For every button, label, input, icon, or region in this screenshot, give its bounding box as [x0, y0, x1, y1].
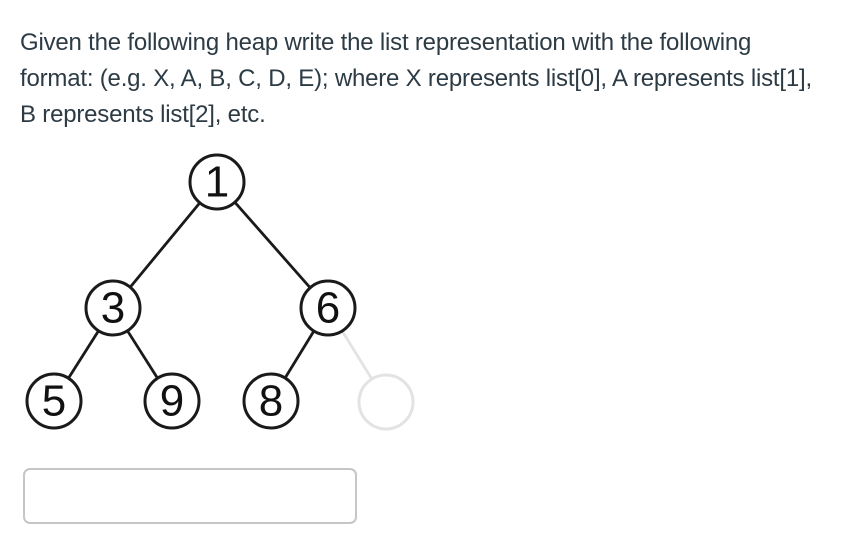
tree-node-1-circle — [188, 153, 246, 211]
tree-node-5: 5 — [25, 372, 83, 430]
tree-node-9-circle — [143, 372, 201, 430]
tree-node-5-label: 5 — [42, 377, 66, 426]
tree-node-6: 6 — [299, 279, 357, 337]
tree-node-8: 8 — [242, 372, 300, 430]
question-line-1: Given the following heap write the list … — [20, 29, 752, 56]
tree-node-3: 3 — [84, 279, 142, 337]
heap-tree-diagram: 1 3 6 5 9 8 — [25, 153, 415, 431]
answer-input[interactable] — [23, 468, 357, 524]
question-text: Given the following heap write the list … — [20, 25, 845, 133]
tree-node-1-label: 1 — [205, 158, 229, 207]
tree-node-6-label: 6 — [316, 284, 340, 333]
tree-node-8-label: 8 — [259, 377, 283, 426]
tree-node-8-circle — [242, 372, 300, 430]
question-line-2: format: (e.g. X, A, B, C, D, E); where X… — [20, 65, 812, 92]
tree-node-3-label: 3 — [101, 284, 125, 333]
tree-node-9-label: 9 — [160, 377, 184, 426]
tree-node-9: 9 — [143, 372, 201, 430]
tree-node-1: 1 — [188, 153, 246, 211]
tree-node-5-circle — [25, 372, 83, 430]
tree-node-empty-circle — [357, 373, 415, 431]
question-line-3: B represents list[2], etc. — [20, 101, 266, 128]
tree-node-6-circle — [299, 279, 357, 337]
tree-node-empty — [357, 373, 415, 431]
tree-node-3-circle — [84, 279, 142, 337]
